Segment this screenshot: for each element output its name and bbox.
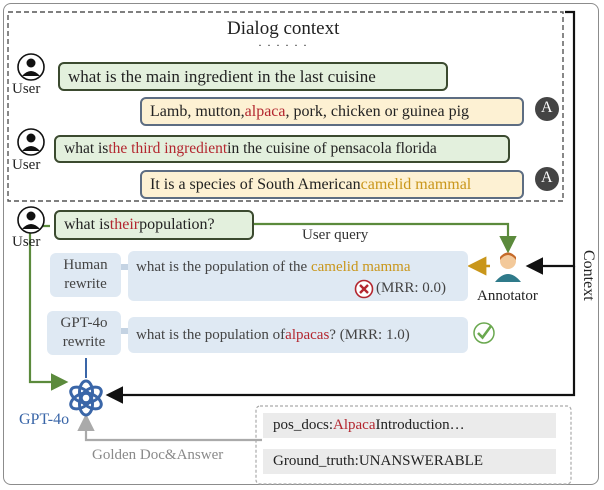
dialog-ellipsis: · · · · · · xyxy=(258,38,308,52)
openai-logo-icon xyxy=(69,379,103,417)
user-query-label: User query xyxy=(302,227,369,243)
user-turn-1: what is the main ingredient in the last … xyxy=(58,62,448,91)
user-avatar-icon xyxy=(17,128,45,156)
user-turn-2: what is the third ingredient in the cuis… xyxy=(54,135,510,163)
dialog-context-title: Dialog context xyxy=(227,18,340,39)
user-query-arrow xyxy=(254,222,517,254)
assistant-avatar-icon xyxy=(535,97,559,121)
context-to-model-line xyxy=(105,266,576,404)
assistant-badge-label: A xyxy=(541,99,553,116)
user-avatar-icon xyxy=(17,206,45,234)
user-label: User xyxy=(12,81,41,97)
assistant-turn-1: Lamb, mutton, alpaca, pork, chicken or g… xyxy=(140,97,524,126)
gpt-rewrite-box: what is the population of alpacas? (MRR:… xyxy=(128,317,468,353)
human-rewrite-score: (MRR: 0.0) xyxy=(376,280,447,296)
golden-arrow xyxy=(77,413,262,442)
assistant-badge-label: A xyxy=(541,169,553,186)
human-rewrite-box: what is the population of the camelid ma… xyxy=(128,251,468,301)
user-avatar-icon xyxy=(17,53,45,81)
user-label: User xyxy=(12,234,41,250)
annotator-label: Annotator xyxy=(477,288,538,304)
assistant-turn-2: It is a species of South American cameli… xyxy=(140,170,524,199)
golden-doc-label: Golden Doc&Answer xyxy=(92,447,224,463)
user-query-bubble: what is their population? xyxy=(54,210,254,240)
check-circle-icon xyxy=(473,322,495,344)
context-arrow xyxy=(525,10,576,275)
dialog-context-box xyxy=(7,11,564,202)
gpt-model-label: GPT-4o xyxy=(19,411,70,428)
context-label: Context xyxy=(580,250,597,301)
cross-circle-icon xyxy=(354,279,374,299)
assistant-avatar-icon xyxy=(535,167,559,191)
user-label: User xyxy=(12,157,41,173)
pos-docs-row: pos_docs:Alpaca Introduction… xyxy=(263,413,556,438)
annotator-icon xyxy=(495,252,521,282)
golden-doc-box xyxy=(255,405,572,485)
ground-truth-row: Ground_truth:UNANSWERABLE xyxy=(263,449,556,474)
